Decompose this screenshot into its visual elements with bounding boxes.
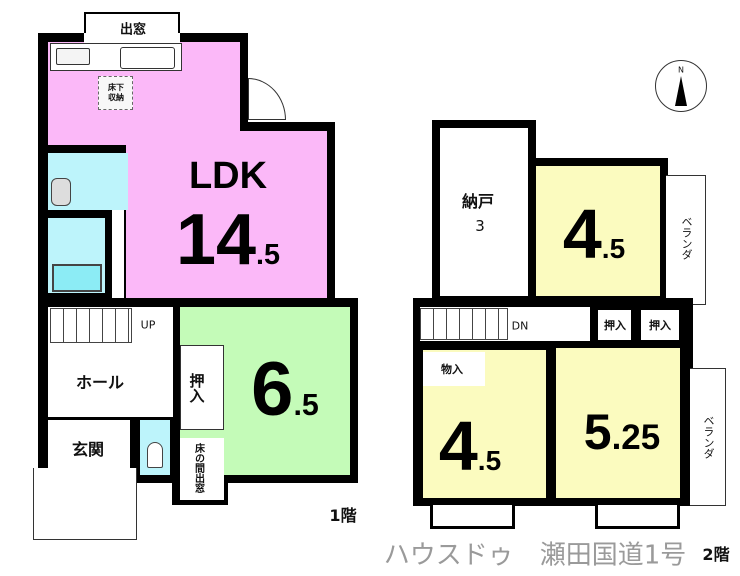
label-closet-2: 押入 — [649, 319, 671, 332]
bedroom-upper — [536, 166, 660, 296]
stairs-up-label: UP — [140, 318, 156, 332]
stove-icon — [56, 48, 90, 65]
size-int: 4 — [562, 195, 602, 273]
sink-icon — [120, 47, 175, 69]
ldk-room — [126, 131, 327, 298]
closet — [180, 345, 224, 430]
corridor — [112, 210, 124, 298]
ldk-size-frac: .5 — [256, 239, 281, 271]
stairs — [420, 308, 508, 340]
bay-window — [595, 505, 680, 529]
label-storage-size: 3 — [475, 217, 485, 235]
size-frac: .5 — [477, 445, 502, 476]
bedroom-upper-size: 4.5 — [563, 199, 625, 269]
storage-room — [440, 128, 528, 296]
compass-label: N — [678, 65, 684, 75]
stairs-down-label: DN — [511, 319, 529, 333]
size-frac: .25 — [611, 418, 661, 457]
watermark: ハウスドゥ 瀬田国道1号 — [383, 540, 687, 571]
ldk-size: 14.5 — [176, 204, 280, 276]
bathtub-icon — [52, 264, 102, 292]
label-hall: ホール — [75, 373, 125, 392]
bedroom-lower-right — [556, 348, 680, 498]
size-int: 5 — [583, 404, 612, 460]
label-entrance: 玄関 — [71, 440, 105, 459]
compass: N — [655, 60, 707, 112]
bay-window — [430, 505, 515, 529]
veranda-upper — [666, 175, 706, 305]
porch — [33, 468, 137, 540]
label-closet: 押入 — [187, 373, 206, 403]
size-frac: .5 — [601, 233, 626, 264]
floor-2-label: 2階 — [702, 545, 730, 564]
tatami-size-int: 6 — [251, 347, 294, 432]
label-veranda-lower: ベランダ — [702, 415, 715, 459]
bedroom-lower-left-size: 4.5 — [439, 411, 501, 481]
closet-1 — [598, 310, 631, 340]
north-arrow-icon — [675, 76, 687, 106]
label-monoire: 物入 — [441, 363, 463, 376]
label-tokonoma: 床の間出窓 — [192, 443, 204, 493]
door-swing — [248, 78, 286, 120]
underfloor-storage — [98, 76, 133, 110]
bedroom-lower-right-size: 5.25 — [584, 407, 660, 457]
ldk-name: LDK — [188, 155, 268, 197]
label-underfloor-storage: 床下 収納 — [108, 83, 124, 102]
veranda-lower — [690, 368, 726, 506]
floor-1-label: 1階 — [329, 506, 357, 525]
toilet-icon — [147, 442, 163, 468]
closet-2 — [641, 310, 679, 340]
tokonoma-window — [180, 480, 224, 500]
window-opening — [84, 33, 180, 43]
tatami-size: 6.5 — [251, 352, 319, 428]
ldk-size-int: 14 — [175, 200, 257, 280]
monoire — [423, 352, 485, 386]
label-demado: 出窓 — [119, 22, 147, 38]
label-storage: 納戸 — [461, 192, 495, 211]
washbasin-icon — [51, 178, 71, 206]
tatami-size-frac: .5 — [293, 388, 319, 422]
label-veranda-upper: ベランダ — [680, 216, 693, 260]
size-int: 4 — [438, 407, 478, 485]
stairs — [50, 308, 132, 343]
label-closet-1: 押入 — [604, 319, 626, 332]
